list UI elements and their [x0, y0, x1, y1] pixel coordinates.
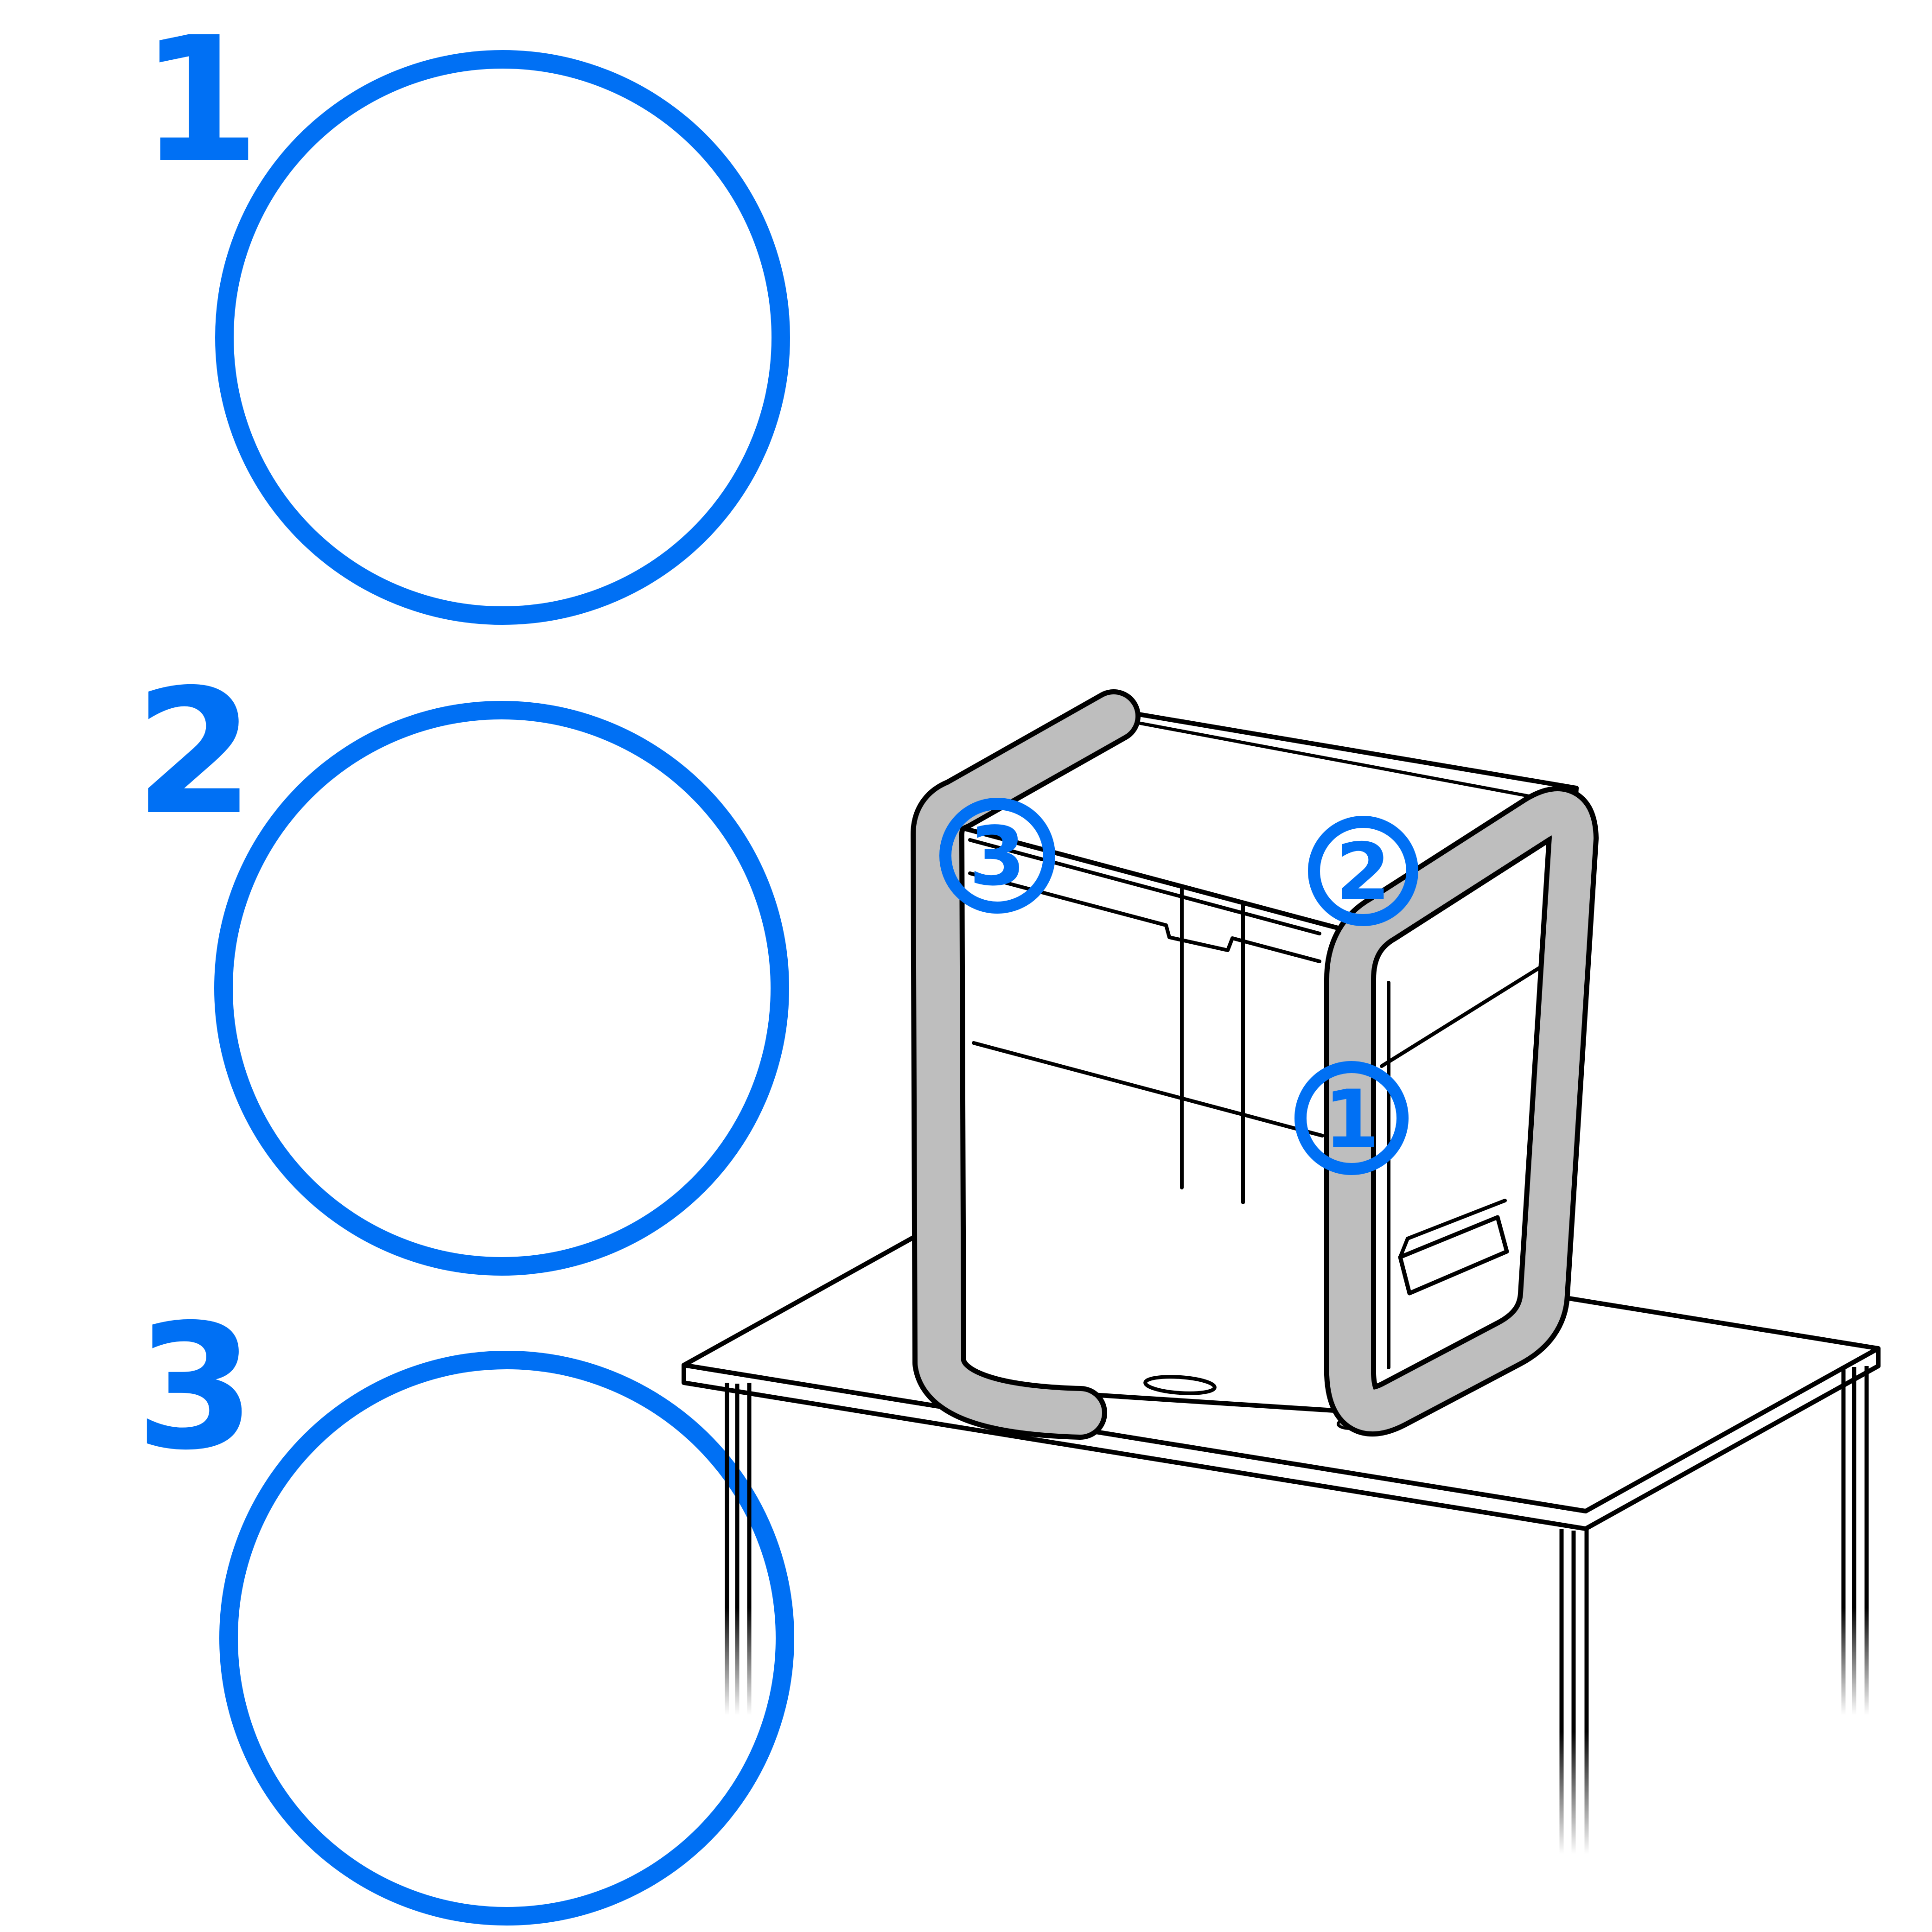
printer-left-frame-band — [911, 689, 1141, 1440]
printer-interior-right — [1380, 965, 1543, 1369]
table-legs — [725, 1366, 1869, 1854]
printer-interior-front — [968, 838, 1324, 1395]
step-3-label: 3 — [135, 1287, 255, 1488]
step-2-label: 2 — [134, 652, 255, 853]
badge-3-number: 3 — [969, 810, 1026, 904]
step-3-detail-circle — [219, 1351, 794, 1926]
location-badge-3: 3 — [939, 798, 1055, 914]
printer-illustration: 3 2 1 — [911, 689, 1599, 1440]
build-platform — [1398, 1215, 1509, 1296]
step-1-detail-circle — [215, 50, 790, 625]
badge-1-number: 1 — [1324, 1073, 1379, 1166]
location-badge-2: 2 — [1308, 816, 1418, 926]
step-2-detail-circle — [214, 701, 789, 1276]
badge-2-number: 2 — [1336, 826, 1390, 918]
step-2-detail-callout — [214, 701, 789, 1276]
printer-right-frame-band — [1324, 786, 1599, 1436]
step-1-detail-callout — [215, 50, 790, 625]
step-1-label: 1 — [140, 0, 260, 201]
location-badge-1: 1 — [1294, 1061, 1409, 1175]
step-3-detail-callout — [219, 1351, 794, 1926]
